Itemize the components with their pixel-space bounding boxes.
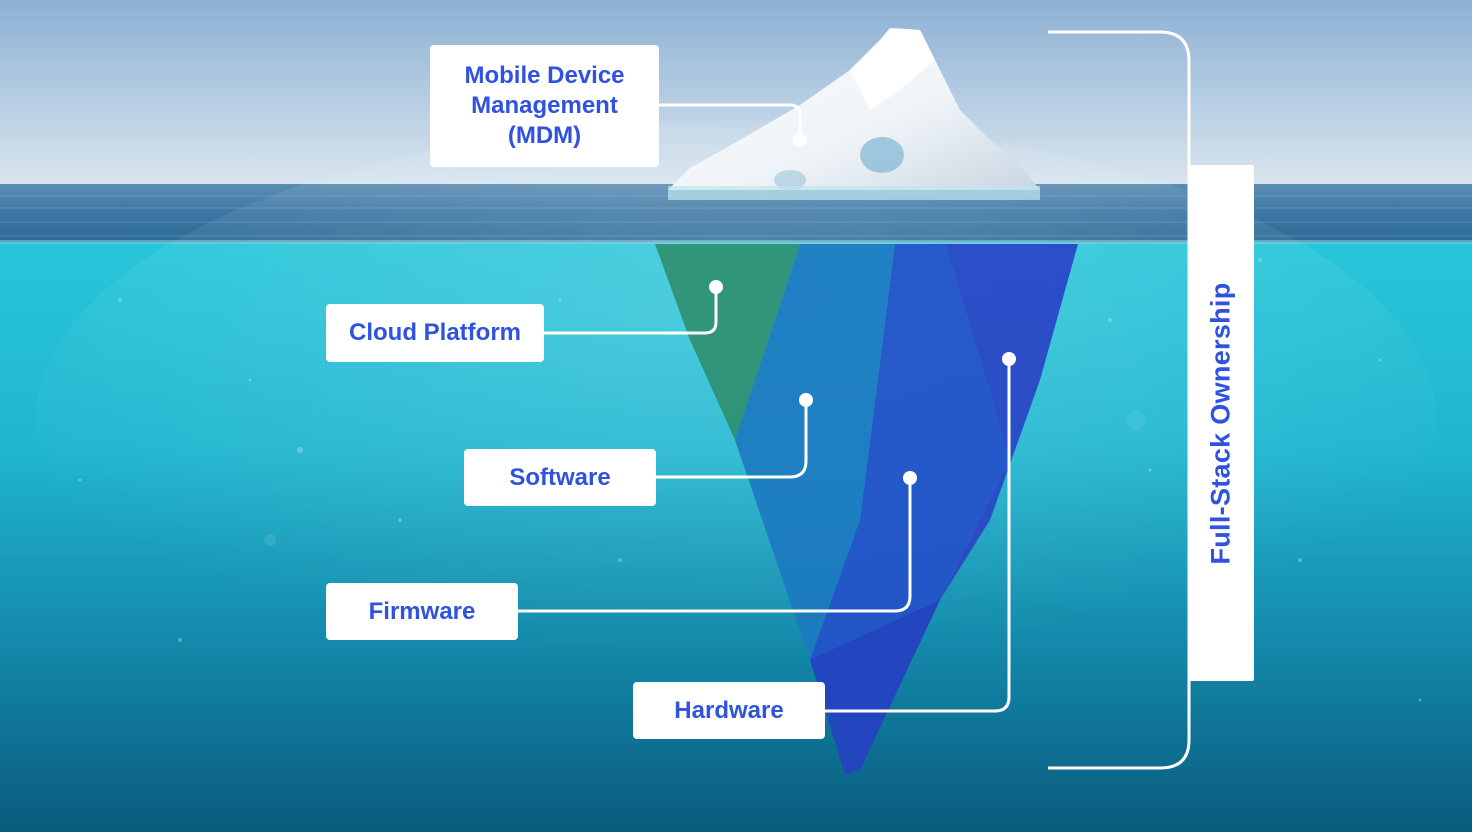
connector-dot-icon	[799, 393, 813, 407]
connector-dot-icon	[903, 471, 917, 485]
label-cloud-platform: Cloud Platform	[326, 304, 544, 362]
connector-dot-icon	[793, 133, 807, 147]
connector-dot-icon	[1002, 352, 1016, 366]
connector-dot-icon	[709, 280, 723, 294]
label-software: Software	[464, 449, 656, 506]
full-stack-ownership-label: Full-Stack Ownership	[1206, 282, 1237, 564]
label-hardware: Hardware	[633, 682, 825, 739]
label-mdm: Mobile Device Management (MDM)	[430, 45, 659, 167]
full-stack-ownership-panel: Full-Stack Ownership	[1189, 165, 1254, 681]
label-firmware: Firmware	[326, 583, 518, 640]
